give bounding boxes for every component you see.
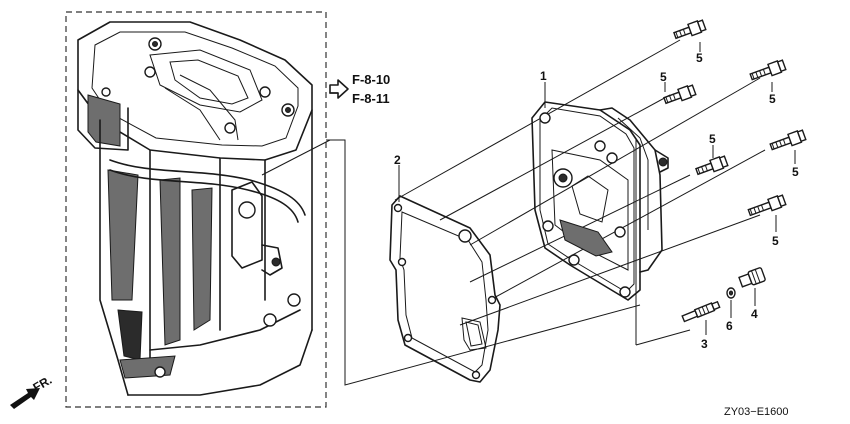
front-arrow-icon [10,388,40,409]
callout-leaders [398,42,796,335]
callout-stud[interactable]: 3 [701,337,708,351]
callout-bolt-b[interactable]: 5 [660,70,667,84]
reference-arrows [329,79,349,99]
stud[interactable] [681,300,721,323]
callout-bolt-d[interactable]: 5 [709,132,716,146]
bolt-b[interactable] [663,84,697,106]
bolt-f[interactable] [747,194,787,218]
callout-bolt-e[interactable]: 5 [792,165,799,179]
reference-boundary-box [65,11,327,408]
reference-f-8-10[interactable]: F-8-10 [352,72,390,87]
cylinder-block [77,21,313,396]
callout-bolt-a[interactable]: 5 [696,51,703,65]
bolt-c[interactable] [749,59,787,82]
callout-bolt-c[interactable]: 5 [769,92,776,106]
bolt-e[interactable] [769,129,807,152]
plug[interactable] [738,267,766,288]
callout-bolt-f[interactable]: 5 [772,234,779,248]
callout-cover[interactable]: 1 [540,69,547,83]
drawing-code: ZY03−E1600 [724,406,789,418]
washer[interactable] [726,287,736,299]
callout-gasket[interactable]: 2 [394,153,401,167]
gasket[interactable] [389,195,501,383]
bolt-d[interactable] [695,155,729,177]
callout-plug[interactable]: 4 [751,307,758,321]
callout-washer[interactable]: 6 [726,319,733,333]
bolt-a[interactable] [673,19,707,41]
cover[interactable] [531,101,669,301]
reference-f-8-11[interactable]: F-8-11 [352,91,390,106]
